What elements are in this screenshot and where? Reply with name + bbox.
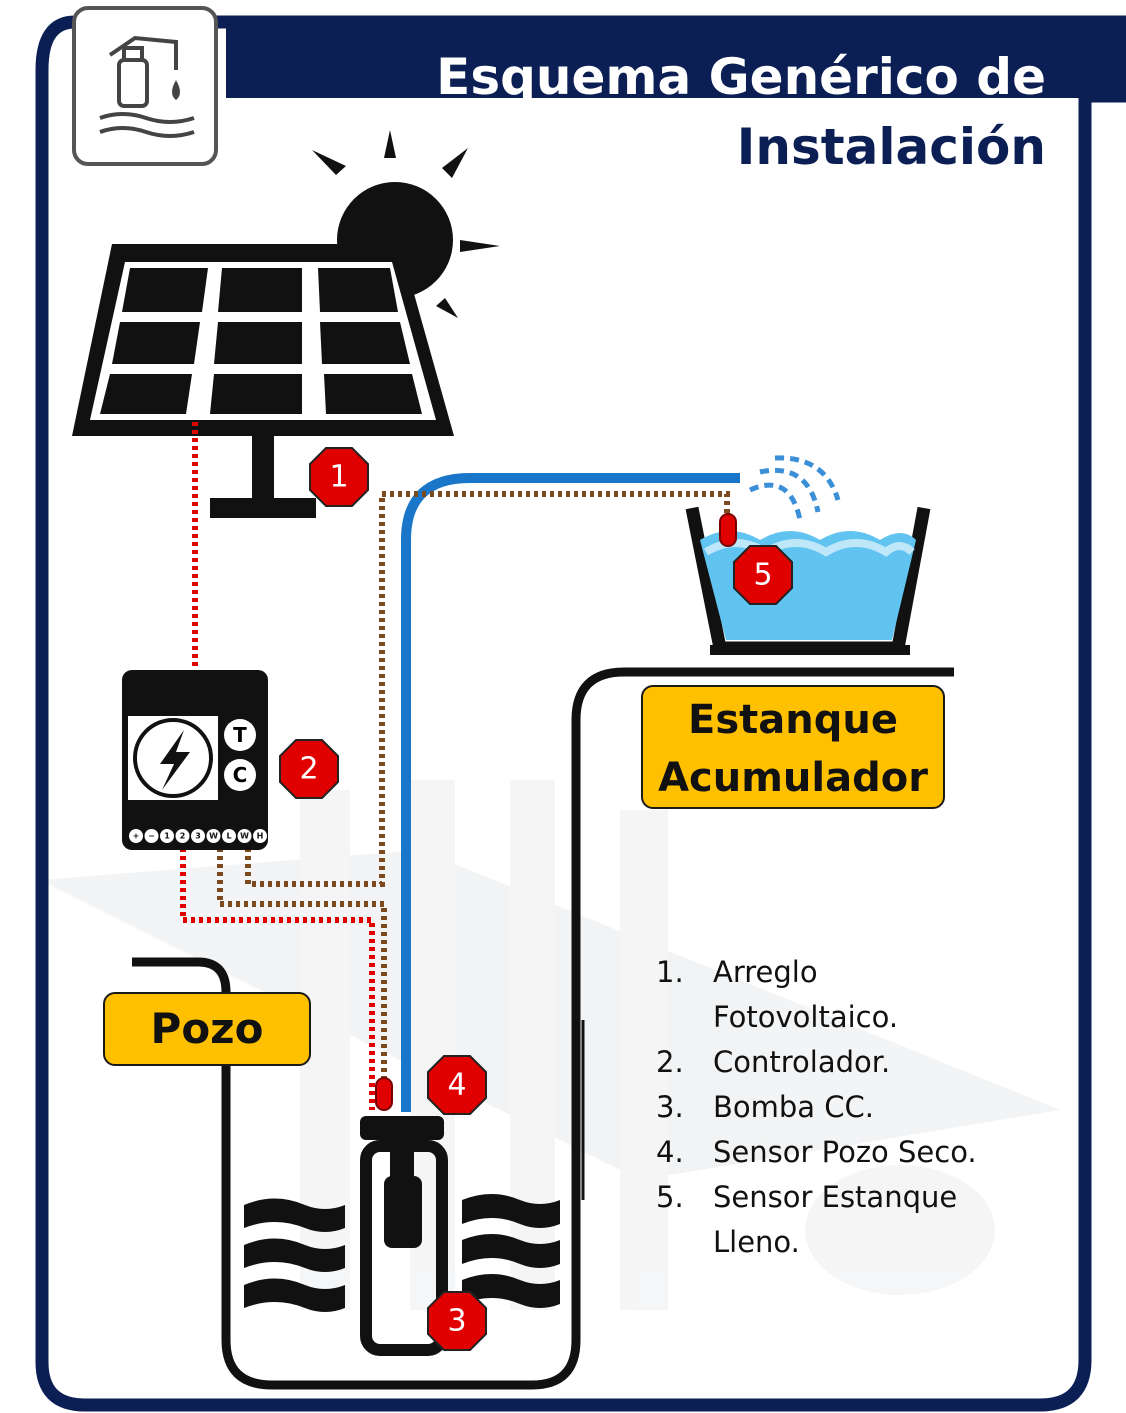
badge-2: 2	[279, 739, 339, 799]
controller-button-t: T	[233, 723, 247, 747]
legend-item-text: Bomba CC.	[713, 1090, 875, 1124]
legend-item-text: Fotovoltaico.	[713, 1000, 899, 1034]
dry-well-sensor	[375, 1077, 393, 1111]
svg-text:5: 5	[753, 558, 772, 593]
controller-terminal-label: 3	[195, 832, 201, 841]
water-spray	[748, 455, 841, 521]
legend-item: 3. Bomba CC.	[656, 1085, 1076, 1130]
legend-item: 4. Sensor Pozo Seco.	[656, 1130, 1076, 1175]
solar-panel-icon	[72, 244, 454, 518]
controller-terminal-label: −	[148, 832, 155, 841]
controller-terminal-label: +	[133, 832, 140, 841]
legend-item-number: 1.	[656, 955, 684, 989]
page-title-line1: Esquema Genérico de	[436, 48, 1046, 106]
controller-terminal	[191, 829, 205, 843]
controller-terminal	[175, 829, 190, 843]
svg-text:3: 3	[447, 1304, 466, 1339]
controller-button-c: C	[233, 763, 248, 787]
lightning-bolt-icon	[160, 730, 190, 790]
legend-item: 2. Controlador.	[656, 1040, 1076, 1085]
badge-4: 4	[427, 1055, 487, 1115]
svg-text:4: 4	[447, 1068, 466, 1103]
controller-terminal	[160, 829, 174, 843]
controller-terminal	[253, 829, 267, 843]
legend-item-number: 3.	[656, 1090, 684, 1124]
legend-item-number: 4.	[656, 1135, 684, 1169]
label-estanque: Estanque Acumulador	[641, 685, 945, 809]
page-title-line2: Instalación	[736, 118, 1046, 176]
controller-terminal-label: W	[209, 832, 218, 841]
tank-full-sensor	[719, 513, 737, 547]
legend-item-text: Sensor Estanque	[713, 1180, 958, 1214]
signal-wires	[217, 491, 730, 1084]
controller-terminal	[206, 829, 221, 843]
legend-item-number: 5.	[656, 1180, 684, 1214]
badge-5: 5	[733, 545, 793, 605]
background-watermark	[40, 780, 1060, 1310]
well-shaft	[132, 667, 954, 1390]
label-estanque-line2: Acumulador	[658, 755, 928, 801]
power-wires	[180, 422, 375, 1110]
controller-terminal	[144, 829, 159, 843]
controller-terminal	[222, 829, 236, 843]
legend-item-text: Lleno.	[713, 1225, 800, 1259]
legend-item-text: Arreglo	[713, 955, 818, 989]
controller-terminal-label: H	[257, 832, 264, 841]
controller-terminal-label: W	[240, 832, 249, 841]
legend-item-number: 2.	[656, 1045, 684, 1079]
legend-item-text: Sensor Pozo Seco.	[713, 1135, 977, 1169]
controller-terminal-label: 2	[180, 832, 186, 841]
svg-text:1: 1	[329, 460, 348, 495]
outer-frame	[35, 15, 1126, 1412]
controller-terminal	[237, 829, 252, 843]
legend-item-text: Controlador.	[713, 1045, 891, 1079]
badge-3: 3	[427, 1291, 487, 1351]
svg-text:2: 2	[299, 752, 318, 787]
controller-terminal-label: L	[226, 832, 231, 841]
title-banner	[226, 16, 1126, 98]
label-pozo: Pozo	[103, 992, 311, 1066]
controller-terminal-label: 1	[164, 832, 170, 841]
label-estanque-line1: Estanque	[688, 697, 898, 743]
submersible-pump-icon	[360, 1116, 448, 1356]
well-water-waves	[244, 1194, 560, 1312]
badge-1: 1	[309, 447, 369, 507]
controller-terminal	[129, 829, 143, 843]
extinguisher-water-icon	[72, 6, 218, 166]
